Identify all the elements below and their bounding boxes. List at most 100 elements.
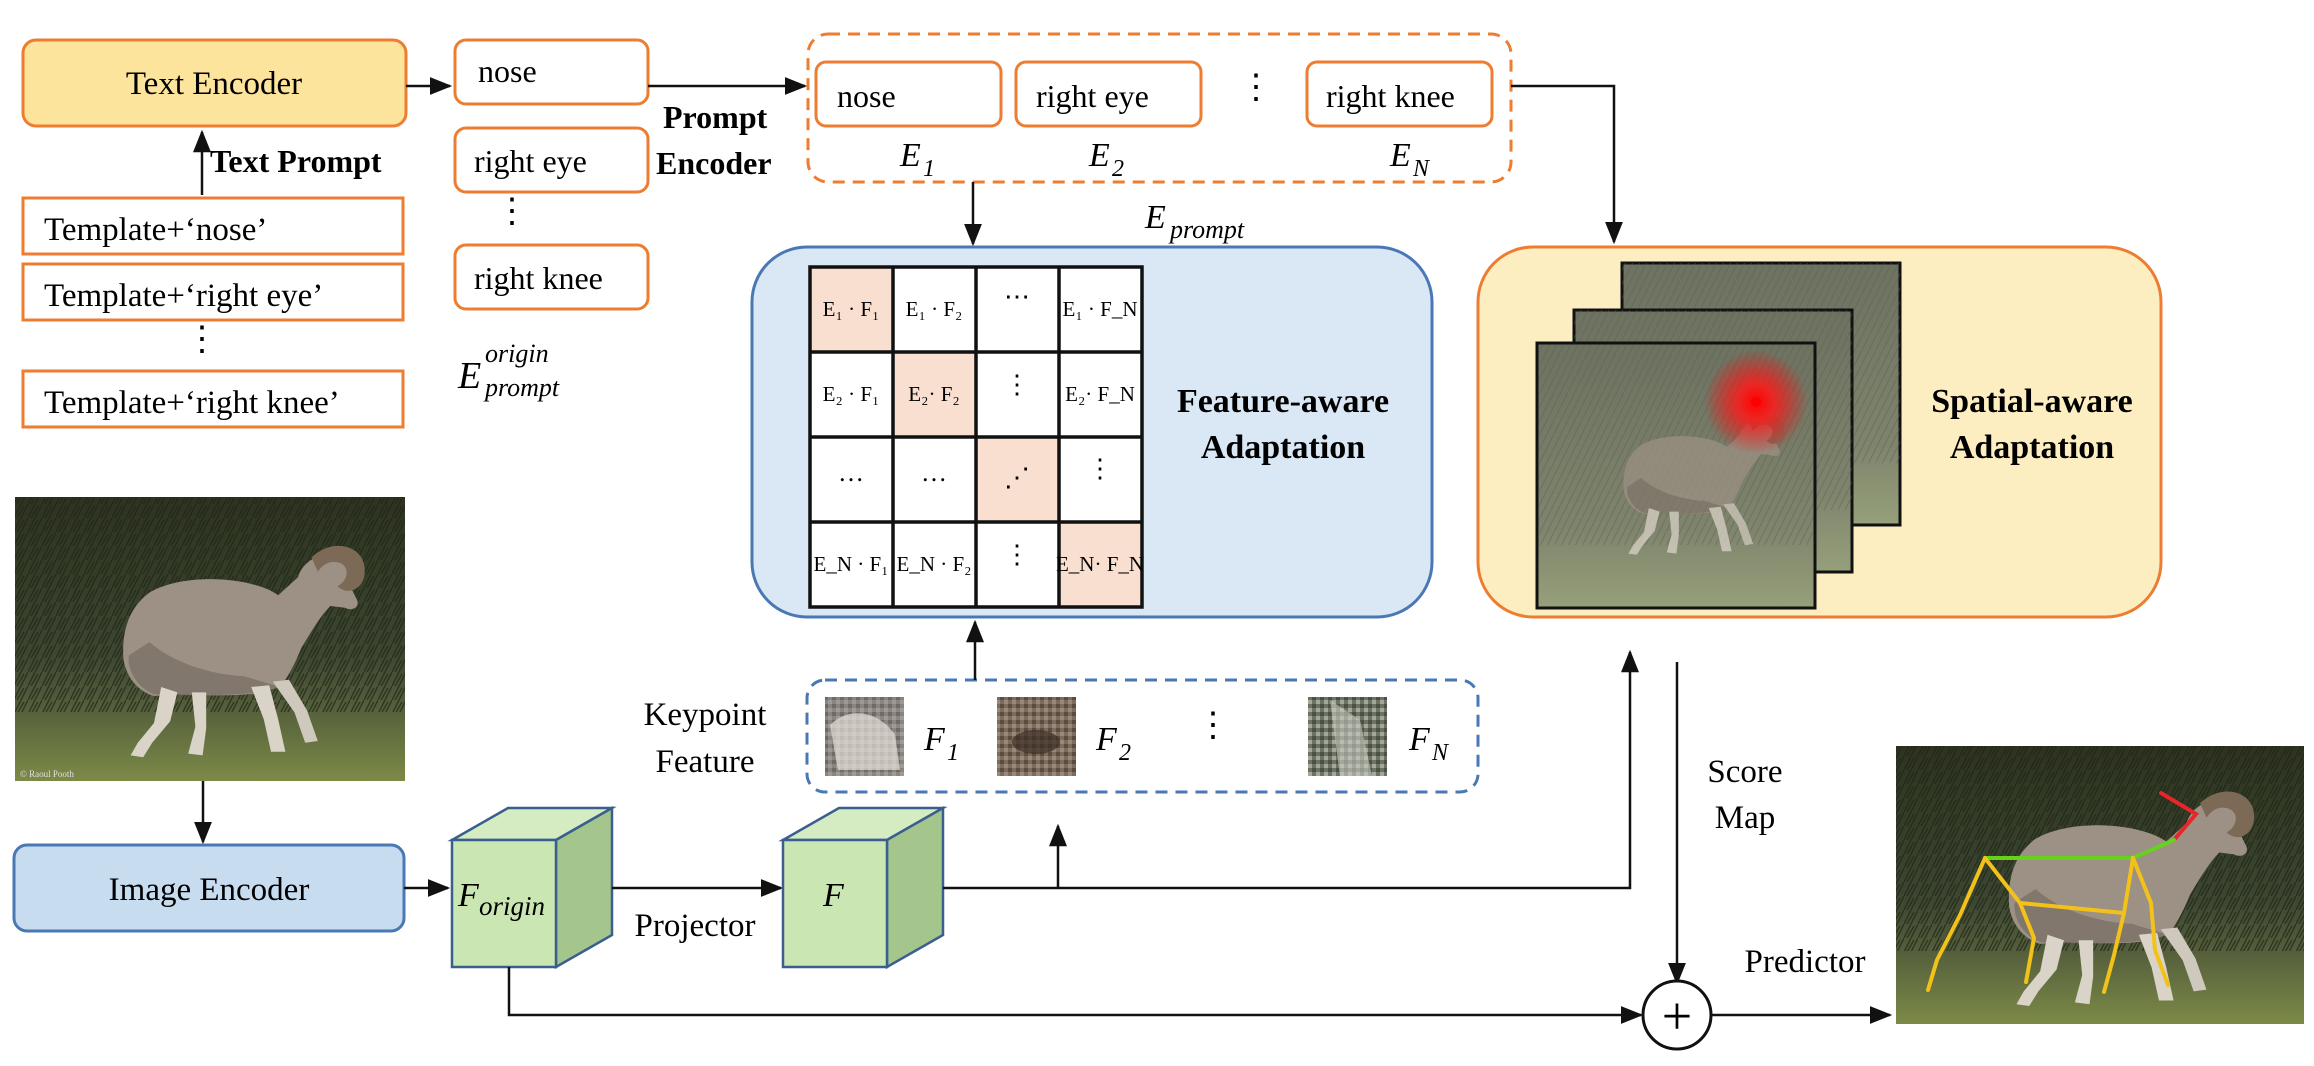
grid-cell: E_N · F₂ [897,552,972,576]
encoded-prompt-list: nose right eye ⋮ right knee E 1 E 2 E N [814,60,1494,182]
spatial-aware-title: Spatial-aware [1931,383,2132,420]
template-box [21,196,405,256]
keypoint-ellipsis: ⋮ [1196,707,1230,744]
origin-prompt-list: nose right eye ⋮ right knee [453,38,650,311]
grid-cell: E₁ · F_N [1063,297,1138,321]
svg-text:E: E [457,355,481,397]
photo-watermark: © Raoul Pooth [20,769,74,779]
svg-text:1: 1 [947,740,959,766]
encoded-prompt-text: right knee [1326,78,1455,114]
origin-prompt-ellipsis: ⋮ [495,193,529,230]
feature-aware-title: Adaptation [1201,429,1365,466]
origin-prompt-box [453,126,650,194]
svg-text:prompt: prompt [1168,215,1245,244]
encoded-prompt-ellipsis: ⋮ [1239,69,1273,106]
sum-operator: + [1641,979,1713,1051]
origin-prompt-box [453,243,650,311]
svg-text:F: F [1095,721,1118,758]
template-text: Template+‘right eye’ [44,278,323,314]
grid-cell: E₁ · F₂ [906,297,963,321]
score-map-label: Score [1707,754,1782,790]
f-cube: F [778,805,948,970]
text-encoder-box: Text Encoder [21,38,408,128]
encoded-prompt-container [806,32,1513,184]
e-origin-prompt-symbol: E origin prompt [457,339,560,402]
template-text: Template+‘nose’ [44,212,267,248]
encoded-prompt-text: right eye [1036,78,1149,114]
grid-highlight [810,267,893,352]
e2-symbol: E 2 [1088,137,1124,182]
text-encoder-label: Text Encoder [126,66,302,102]
score-map-stack [1535,261,1902,610]
keypoint-feature-list: F 1 F 2 ⋮ F N [825,697,1450,776]
keypoint-feature-label: Keypoint [644,697,767,733]
image-encoder-box: Image Encoder [12,843,406,933]
svg-text:E: E [1088,137,1110,174]
projector-label: Projector [635,908,756,944]
origin-prompt-text: right knee [474,260,603,296]
svg-text:1: 1 [923,156,935,182]
arrow-f-to-spatial [943,649,1639,890]
svg-text:N: N [1431,740,1450,766]
grid-cell: E₂· F₂ [908,382,959,406]
input-image: © Raoul Pooth [15,497,405,781]
grid-cell: E₂ · F₁ [823,382,880,406]
svg-text:prompt: prompt [483,373,560,402]
svg-text:F: F [923,721,946,758]
svg-text:E: E [1144,199,1166,236]
svg-text:origin: origin [485,339,549,368]
f1-symbol: F 1 [923,721,959,766]
text-prompt-label: Text Prompt [210,143,382,179]
template-box [21,369,405,429]
origin-prompt-text: right eye [474,143,587,179]
template-ellipsis: ⋮ [185,321,219,358]
similarity-grid: E₁ · F₁ E₁ · F₂ ⋯ E₁ · F_N E₂ · F₁ E₂· F… [808,265,1144,609]
svg-text:N: N [1412,156,1431,182]
grid-highlight [1059,522,1142,607]
keypoint-feature-label: Feature [656,744,755,780]
grid-cell: … [838,458,864,487]
grid-cell: ⋮ [1004,540,1030,569]
template-list: Template+‘nose’ Template+‘right eye’ ⋮ T… [21,196,405,429]
en-symbol: E N [1389,137,1431,182]
svg-text:F: F [1408,721,1431,758]
grid-cell: E₂· F_N [1065,382,1135,406]
svg-text:origin: origin [479,891,545,921]
encoded-prompt-box [814,60,1003,128]
fn-symbol: F N [1408,721,1450,766]
encoded-prompt-box [1305,60,1494,128]
template-text: Template+‘right knee’ [44,385,340,421]
encoded-prompt-box [1014,60,1203,128]
svg-text:+: + [1662,986,1692,1046]
grid-cell: ⋰ [1004,463,1030,492]
svg-text:E: E [899,137,921,174]
template-box [21,262,405,322]
e-prompt-symbol: E prompt [1144,199,1245,244]
svg-text:2: 2 [1112,156,1124,182]
grid-highlight [976,437,1059,522]
svg-text:F: F [822,877,845,914]
encoded-prompt-text: nose [837,78,896,114]
prompt-encoder-label: Encoder [656,145,772,181]
grid-cell: ⋯ [1004,282,1030,311]
svg-text:2: 2 [1119,740,1131,766]
grid-cell: E₁ · F₁ [823,297,880,321]
grid-highlight [893,352,976,437]
feature-aware-title: Feature-aware [1177,383,1389,420]
arrow-forigin-to-plus [507,967,1644,1024]
predictor-label: Predictor [1745,944,1866,980]
image-encoder-label: Image Encoder [109,872,310,908]
f2-symbol: F 2 [1095,721,1131,766]
svg-text:E: E [1389,137,1411,174]
grid-cell: ⋮ [1004,370,1030,399]
svg-text:F: F [457,877,480,914]
prompt-encoder-label: Prompt [663,99,768,135]
grid-cell: E_N · F₁ [814,552,889,576]
keypoint-feature-container [805,678,1480,794]
pose-skeleton [1926,791,2200,994]
f-origin-cube: F origin [447,805,617,970]
output-pose-image [1896,746,2304,1024]
spatial-aware-title: Adaptation [1950,429,2114,466]
origin-prompt-box [453,38,650,106]
score-map-label: Map [1715,800,1776,836]
